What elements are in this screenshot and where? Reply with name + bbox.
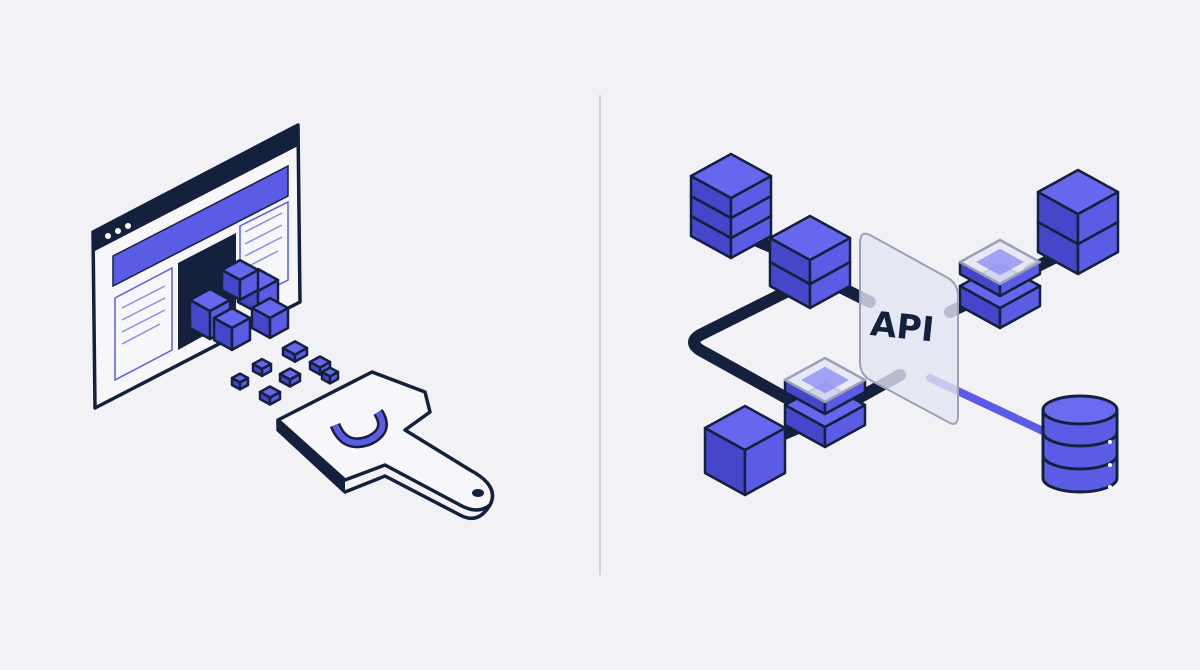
cube-top-face: [703, 404, 787, 452]
cube-top-face: [320, 366, 340, 378]
scraped-block: [220, 258, 260, 302]
scraped-fragment: [258, 385, 282, 406]
cube-top-face: [768, 214, 852, 262]
handle-hole: [472, 489, 484, 497]
single-block: [703, 404, 787, 497]
cube-top-face: [251, 357, 273, 371]
glass-inner: [801, 366, 849, 394]
server-stack: [768, 214, 852, 286]
connector-line: [688, 279, 806, 406]
cube-top-face: [212, 306, 252, 330]
browser-title-bar: [93, 125, 298, 252]
server-stack: [1036, 168, 1120, 246]
browser-window: [91, 123, 302, 410]
glass-inner: [976, 248, 1024, 276]
cube-top-face: [188, 287, 232, 313]
cube-top-face: [308, 355, 332, 369]
glass-layer: [958, 238, 1042, 298]
cube-top-face: [689, 152, 773, 200]
cube-top-face: [281, 340, 309, 356]
scraper-tool: [276, 370, 495, 521]
scraped-block: [250, 296, 290, 340]
glass-layer: [783, 356, 867, 416]
magnet-icon: [329, 408, 388, 449]
scraped-fragment: [230, 372, 250, 391]
database-icon: [1041, 394, 1119, 494]
cube-top-face: [220, 258, 260, 282]
browser-banner: [112, 164, 289, 288]
scraped-fragment: [320, 366, 340, 385]
server-stack: [689, 152, 773, 220]
window-dot: [125, 223, 131, 229]
cube-top-face: [258, 385, 282, 399]
scraped-block: [212, 306, 252, 352]
scraped-fragment: [281, 340, 309, 363]
cube-top-face: [230, 372, 250, 384]
cube-top-face: [278, 367, 302, 381]
scraped-fragment: [251, 357, 273, 378]
cube-top-face: [1036, 168, 1120, 216]
text-block-left: [114, 266, 173, 382]
window-dot: [105, 233, 111, 239]
scraped-fragment: [278, 367, 302, 388]
api-panel: API: [859, 232, 959, 425]
cube-top-face: [250, 296, 290, 320]
window-dot: [115, 228, 121, 234]
api-label: API: [868, 304, 936, 350]
